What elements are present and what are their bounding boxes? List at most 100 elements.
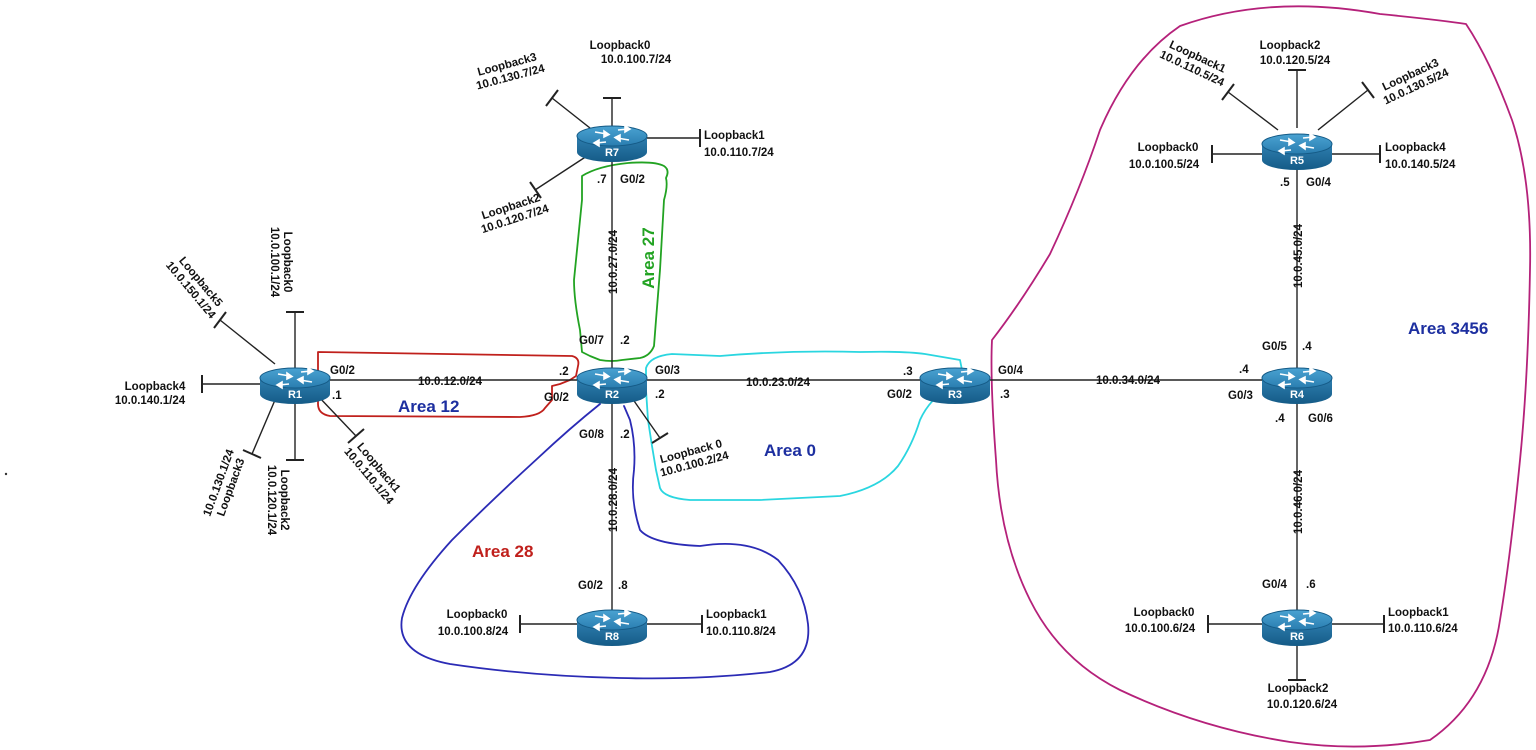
r2-host-up-label: .2: [620, 335, 630, 347]
r7-loopback3-label: Loopback3 10.0.130.7/24: [475, 51, 547, 92]
r1-loopback2-label: Loopback2 10.0.120.1/24: [265, 465, 290, 536]
area0-outline: [645, 350, 965, 501]
r6-loopback0-name: Loopback0: [1134, 607, 1195, 619]
loopback-stubs: [201, 69, 1385, 681]
router-name: R6: [1290, 631, 1304, 643]
router-name: R5: [1290, 155, 1304, 167]
router-name: R1: [288, 389, 302, 401]
r5-loopback4-ip: 10.0.140.5/24: [1385, 159, 1456, 171]
r4-g06-label: G0/6: [1308, 413, 1333, 425]
r1-loopback0-label: Loopback0 10.0.100.1/24: [268, 227, 293, 298]
r2-g02-label: G0/2: [544, 392, 569, 404]
r3-g02-label: G0/2: [887, 389, 912, 401]
r7-loopback0-name: Loopback0: [590, 40, 651, 52]
r7-g02-label: G0/2: [620, 174, 645, 186]
area0-label: Area 0: [764, 441, 816, 460]
r3-host-left-label: .3: [903, 366, 913, 378]
r1-loopback5-label: Loopback5 10.0.150.1/24: [163, 255, 225, 322]
r5-g04-label: G0/4: [1306, 177, 1332, 189]
r5-loopback0-name: Loopback0: [1138, 142, 1199, 154]
subnet-r2-r8: 10.0.28.0/24: [608, 467, 620, 532]
r5-host-label: .5: [1280, 177, 1290, 189]
r5-loopback2-name: Loopback2: [1260, 40, 1321, 52]
r8-loopback0-ip: 10.0.100.8/24: [438, 626, 509, 638]
r1-loopback3-label: 10.0.130.1/24 Loopback3: [202, 447, 248, 518]
area28-outline: [400, 403, 810, 680]
r4-host-down-label: .4: [1275, 413, 1285, 425]
links: [295, 146, 1298, 624]
router-r4[interactable]: R4: [1261, 367, 1333, 405]
area27-label: Area 27: [639, 227, 658, 288]
r1-loopback4-name: Loopback4: [125, 381, 186, 393]
router-r7[interactable]: R7: [576, 125, 648, 163]
r3-host-right-label: .3: [1000, 389, 1010, 401]
subnet-r2-r3: 10.0.23.0/24: [746, 377, 811, 389]
r4-g05-label: G0/5: [1262, 341, 1288, 353]
r4-host-left-label: .4: [1239, 364, 1249, 376]
r7-loopback1-ip: 10.0.110.7/24: [704, 147, 774, 159]
subnet-r4-r6: 10.0.46.0/24: [1293, 469, 1305, 534]
r4-host-up-label: .4: [1302, 341, 1312, 353]
router-r1[interactable]: R1: [259, 367, 331, 405]
subnet-r1-r2: 10.0.12.0/24: [418, 376, 483, 388]
r8-host-label: .8: [618, 580, 628, 592]
router-name: R3: [948, 389, 962, 401]
router-r6[interactable]: R6: [1261, 609, 1333, 647]
r7-loopback0-ip: 10.0.100.7/24: [601, 54, 672, 66]
area12-label: Area 12: [398, 397, 459, 416]
area28-label: Area 28: [472, 542, 533, 561]
subnet-r3-r4: 10.0.34.0/24: [1096, 375, 1161, 387]
r1-loopback1-label: Loopback1 10.0.110.1/24: [341, 441, 402, 507]
router-r8[interactable]: R8: [576, 609, 648, 647]
svg-text:10.0.100.1/24: 10.0.100.1/24: [268, 227, 280, 298]
area27-outline: [573, 161, 669, 362]
area3456-label: Area 3456: [1408, 319, 1488, 338]
r6-loopback2-name: Loopback2: [1268, 683, 1329, 695]
r2-host-right-label: .2: [655, 389, 665, 401]
r2-loopback0-label: Loopback 0 10.0.100.2/24: [659, 438, 731, 480]
svg-text:10.0.120.1/24: 10.0.120.1/24: [265, 465, 277, 536]
r7-host-label: .7: [597, 174, 607, 186]
router-name: R7: [605, 147, 619, 159]
r3-g04-label: G0/4: [998, 365, 1024, 377]
area12-outline: [317, 351, 580, 418]
router-name: R4: [1290, 389, 1305, 401]
area-labels: Area 12 Area 27 Area 0 Area 28 Area 3456: [398, 227, 1488, 561]
r2-host-left-label: .2: [559, 366, 569, 378]
r4-g03-label: G0/3: [1228, 390, 1253, 402]
subnet-labels: 10.0.12.0/24 10.0.23.0/24 10.0.34.0/24 1…: [418, 223, 1305, 534]
router-r3[interactable]: R3: [919, 367, 991, 405]
r6-loopback2-ip: 10.0.120.6/24: [1267, 699, 1338, 711]
r8-loopback0-name: Loopback0: [447, 609, 508, 621]
r1-loopback4-ip: 10.0.140.1/24: [115, 395, 186, 407]
r5-loopback2-ip: 10.0.120.5/24: [1260, 55, 1331, 67]
r1-g02-label: G0/2: [330, 365, 355, 377]
stray-dot: [4, 472, 8, 476]
r7-loopback1-name: Loopback1: [704, 130, 765, 142]
r6-loopback1-name: Loopback1: [1388, 607, 1449, 619]
r5-loopback3-label: Loopback3 10.0.130.5/24: [1381, 57, 1452, 107]
r2-g07-label: G0/7: [579, 335, 604, 347]
interface-labels: G0/2 .1 .2 G0/2 G0/3 .2 G0/7 .2 G0/8 .2 …: [330, 174, 1333, 592]
r1-host-label: .1: [332, 390, 342, 402]
router-name: R2: [605, 389, 619, 401]
r8-loopback1-ip: 10.0.110.8/24: [706, 626, 776, 638]
router-r5[interactable]: R5: [1261, 133, 1333, 171]
subnet-r4-r5: 10.0.45.0/24: [1293, 223, 1305, 288]
area3456-outline: [990, 5, 1532, 748]
r8-loopback1-name: Loopback1: [706, 609, 767, 621]
svg-text:Loopback0: Loopback0: [281, 232, 293, 293]
r2-g03-label: G0/3: [655, 365, 680, 377]
r8-g02-label: G0/2: [578, 580, 603, 592]
r6-host-label: .6: [1306, 579, 1316, 591]
r6-loopback1-ip: 10.0.110.6/24: [1388, 623, 1458, 635]
r7-loopback2-label: Loopback2 10.0.120.7/24: [480, 192, 551, 236]
r6-g04-label: G0/4: [1262, 579, 1288, 591]
subnet-r2-r7: 10.0.27.0/24: [608, 229, 620, 294]
r5-loopback1-label: Loopback1 10.0.110.5/24: [1158, 39, 1228, 89]
router-r2[interactable]: R2: [576, 367, 648, 405]
svg-text:Loopback2: Loopback2: [278, 470, 290, 531]
router-name: R8: [605, 631, 619, 643]
r2-host-down-label: .2: [620, 429, 630, 441]
